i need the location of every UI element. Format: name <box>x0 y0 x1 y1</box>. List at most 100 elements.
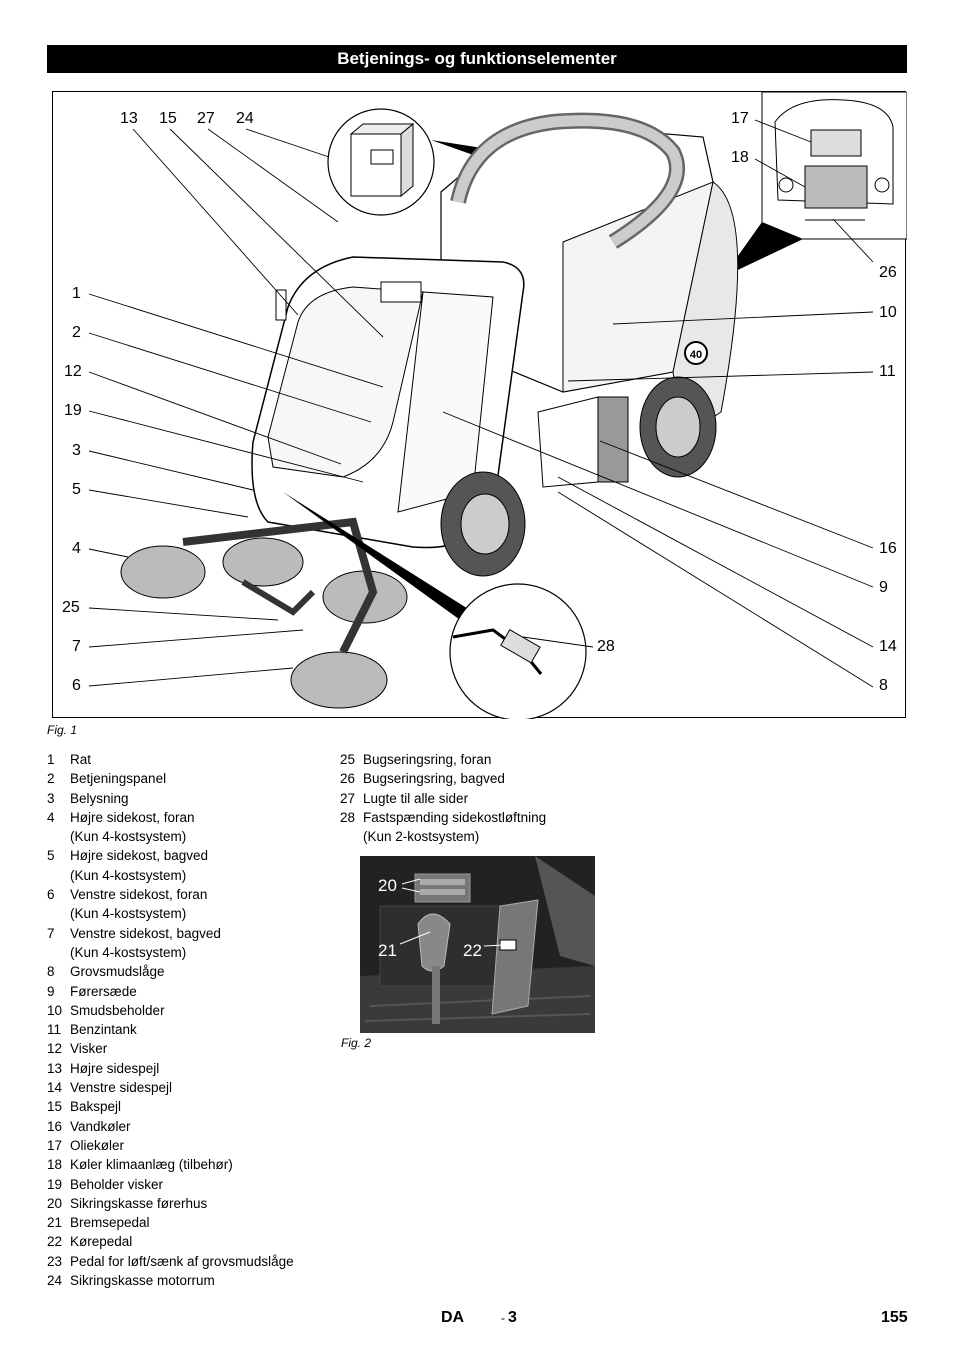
legend-num: 28 <box>340 809 356 825</box>
legend-num: 19 <box>47 1176 63 1192</box>
legend-num: 12 <box>47 1041 63 1057</box>
legend-num: 18 <box>47 1157 63 1173</box>
legend-num: 22 <box>47 1234 63 1250</box>
callout-27: 27 <box>197 110 215 127</box>
callout-7: 7 <box>72 638 81 655</box>
legend-text: Venstre sidekost, bagved <box>70 925 221 941</box>
legend-num: 15 <box>47 1099 63 1115</box>
legend-num: 10 <box>47 1002 63 1018</box>
callout-1: 1 <box>72 285 81 302</box>
section-title: Betjenings- og funktionselementer <box>47 45 907 73</box>
legend-item: 10 Smudsbeholder <box>47 1001 294 1020</box>
legend-num: 25 <box>340 752 356 767</box>
legend-text: Belysning <box>70 790 129 806</box>
callout-3: 3 <box>72 442 81 459</box>
legend-item: 26 Bugseringsring, bagved <box>340 769 546 788</box>
legend-text: Vandkøler <box>70 1118 131 1134</box>
figure-2-photo: 20 21 22 <box>360 856 595 1033</box>
legend-text: Beholder visker <box>70 1176 164 1192</box>
legend-num: 17 <box>47 1137 63 1153</box>
legend-text: Højre sidekost, bagved <box>70 848 209 864</box>
legend-num: 9 <box>47 983 55 999</box>
legend-num: 3 <box>47 790 55 806</box>
speed-sign: 40 <box>690 349 702 361</box>
legend-note: (Kun 4-kostsystem) <box>70 906 187 922</box>
legend-text: Grovsmudslåge <box>70 964 165 980</box>
legend-item: 5 Højre sidekost, bagved <box>47 846 294 865</box>
legend-text: Smudsbeholder <box>70 1002 165 1018</box>
legend-text: Bugseringsring, bagved <box>363 771 505 787</box>
legend-item: 12 Visker <box>47 1039 294 1058</box>
legend-column-2: 25 Bugseringsring, foran 26 Bugseringsring… <box>340 750 546 846</box>
callout-19: 19 <box>64 402 82 419</box>
footer-separator: - <box>501 1311 505 1325</box>
photo-label-22: 22 <box>463 941 482 960</box>
legend-num: 26 <box>340 771 356 787</box>
legend-num: 20 <box>47 1195 63 1211</box>
legend-num: 1 <box>47 752 55 767</box>
legend-item: 11 Benzintank <box>47 1020 294 1039</box>
callout-9: 9 <box>879 579 888 596</box>
legend-text: Benzintank <box>70 1022 137 1038</box>
callout-13: 13 <box>120 110 138 127</box>
legend-item: 3 Belysning <box>47 789 294 808</box>
legend-num: 16 <box>47 1118 63 1134</box>
photo-label-20: 20 <box>378 876 397 895</box>
legend-num: 11 <box>47 1022 62 1038</box>
legend-num: 6 <box>47 887 55 903</box>
legend-item: 17 Oliekøler <box>47 1136 294 1155</box>
footer-page-number: 155 <box>881 1309 908 1326</box>
legend-note: (Kun 4-kostsystem) <box>70 867 187 883</box>
legend-text: Bugseringsring, foran <box>363 752 492 767</box>
legend-text: Betjeningspanel <box>70 771 167 787</box>
legend-text: Venstre sidespejl <box>70 1080 173 1096</box>
legend-text: Højre sidespejl <box>70 1060 160 1076</box>
legend-text: Venstre sidekost, foran <box>70 887 208 903</box>
figure-1: 40 <box>52 91 907 719</box>
legend-item: 6 Venstre sidekost, foran <box>47 885 294 904</box>
legend-item: 7 Venstre sidekost, bagved <box>47 924 294 943</box>
footer-section-page: 3 <box>508 1309 517 1326</box>
legend-text: Sikringskasse førerhus <box>70 1195 208 1211</box>
sweeper-illustration: 40 <box>88 92 907 719</box>
callout-16: 16 <box>879 540 897 557</box>
legend-item: 16 Vandkøler <box>47 1117 294 1136</box>
callout-12: 12 <box>64 363 82 380</box>
callout-24: 24 <box>236 110 254 127</box>
callout-10: 10 <box>879 304 897 321</box>
legend-text: Højre sidekost, foran <box>70 809 195 825</box>
legend-text: Oliekøler <box>70 1137 125 1153</box>
pedals-illustration <box>360 856 595 1033</box>
footer-language: DA <box>441 1309 465 1326</box>
callout-17: 17 <box>731 110 749 127</box>
callout-5: 5 <box>72 481 81 498</box>
callout-2: 2 <box>72 324 81 341</box>
callout-8: 8 <box>879 677 888 694</box>
legend-text: Visker <box>70 1041 108 1057</box>
legend-item: 15 Bakspejl <box>47 1097 294 1116</box>
callout-25: 25 <box>62 599 80 616</box>
legend-item: 25 Bugseringsring, foran <box>340 750 546 769</box>
legend-num: 24 <box>47 1273 63 1289</box>
legend-num: 27 <box>340 790 356 806</box>
legend-item: 18 Køler klimaanlæg (tilbehør) <box>47 1155 294 1174</box>
callout-18: 18 <box>731 149 749 166</box>
callout-28: 28 <box>597 638 615 655</box>
legend-num: 14 <box>47 1080 63 1096</box>
legend-num: 5 <box>47 848 55 864</box>
legend-text: Bakspejl <box>70 1099 122 1115</box>
legend-text: Køler klimaanlæg (tilbehør) <box>70 1157 233 1173</box>
legend-num: 7 <box>47 925 55 941</box>
legend-text: Pedal for løft/sænk af grovsmudslåge <box>70 1253 294 1269</box>
